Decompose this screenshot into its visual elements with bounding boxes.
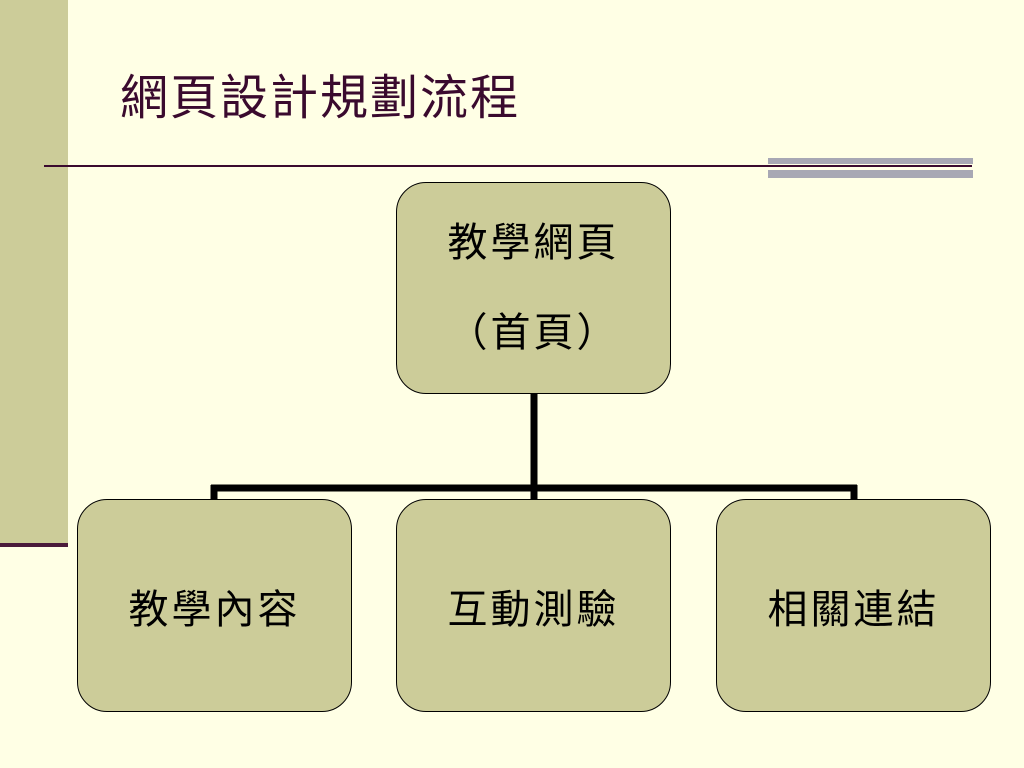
accent-bar-bottom bbox=[768, 170, 973, 178]
title-divider bbox=[44, 165, 972, 167]
node-root-label-line1: 教學網頁 bbox=[447, 220, 620, 266]
title-divider-accent bbox=[768, 158, 973, 180]
node-teaching-homepage: 教學網頁 （首頁） bbox=[396, 182, 671, 394]
left-decorative-band bbox=[0, 0, 68, 545]
node-root-label-line2: （首頁） bbox=[447, 310, 620, 356]
node-interactive-quiz: 互動測驗 bbox=[396, 499, 671, 712]
accent-bar-top bbox=[768, 158, 973, 164]
slide-title: 網頁設計規劃流程 bbox=[120, 70, 521, 126]
node-teaching-content: 教學內容 bbox=[77, 499, 352, 712]
node-related-links: 相關連結 bbox=[716, 499, 991, 712]
left-accent-line bbox=[0, 543, 68, 547]
